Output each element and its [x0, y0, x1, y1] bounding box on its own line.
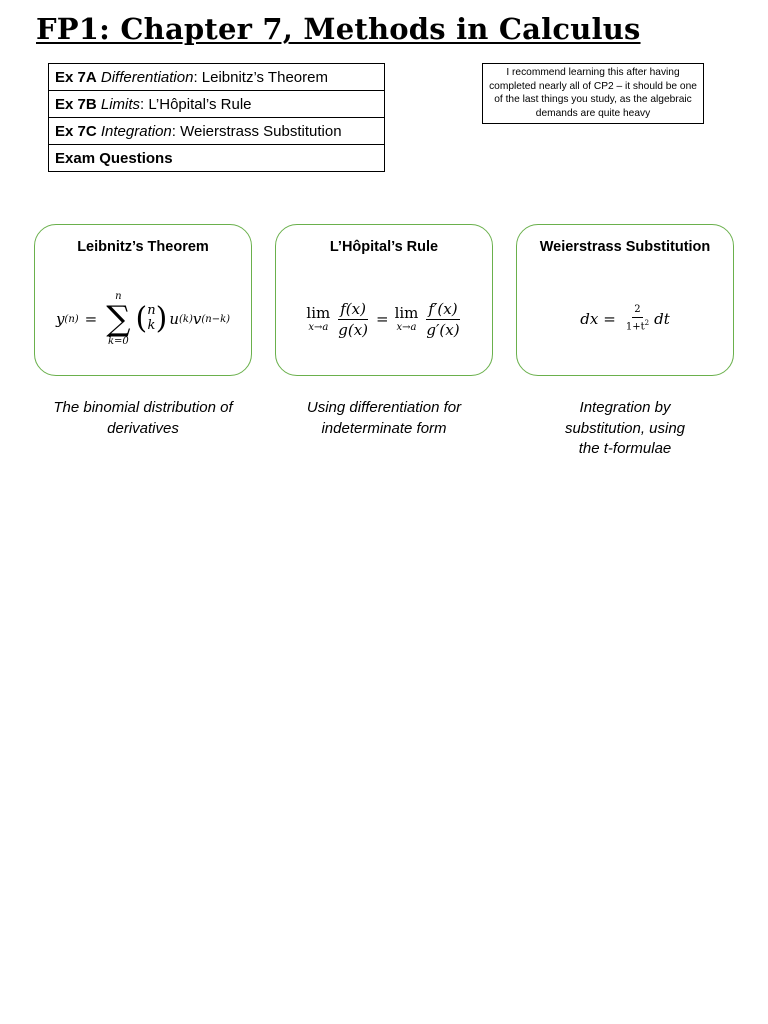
formula-lhs: y: [55, 310, 65, 328]
limit: lim x→a: [306, 305, 330, 333]
card-title: Leibnitz’s Theorem: [77, 239, 209, 255]
numerator: f′(x): [426, 299, 460, 320]
leibnitz-formula: y(n) = n ∑ k=0 ( n k ) u(k) v(n−k): [35, 273, 251, 365]
binomial-coefficient: ( n k ): [135, 301, 168, 336]
lim-subscript: x→a: [308, 321, 329, 333]
paren-right: ): [155, 301, 168, 336]
card-caption: Integration by substitution, using the t…: [564, 399, 686, 457]
card-caption: The binomial distribution of derivatives: [53, 399, 233, 437]
card-title: L’Hôpital’s Rule: [329, 239, 439, 255]
binom-top: n: [147, 303, 156, 319]
card-title: Weierstrass Substitution: [539, 239, 711, 255]
summation: n ∑ k=0: [106, 291, 130, 347]
formula-equals: =: [603, 310, 616, 328]
formula-u-sup: (k): [179, 313, 193, 325]
exercise-separator: :: [193, 68, 198, 86]
leibnitz-card: Leibnitz’s Theorem y(n) = n ∑ k=0 ( n k …: [34, 224, 252, 376]
lim-word: lim: [394, 304, 419, 323]
page-title: FP1: Chapter 7, Methods in Calculus: [36, 12, 641, 46]
paren-left: (: [135, 301, 148, 336]
sum-upper-limit: n: [115, 291, 122, 302]
contents-row[interactable]: Ex 7B Limits: L’Hôpital’s Rule: [48, 90, 385, 118]
exercise-code: Ex 7C: [55, 122, 97, 140]
exam-questions-label: Exam Questions: [55, 149, 173, 167]
formula-u: u: [169, 310, 180, 328]
lim-subscript: x→a: [396, 321, 417, 333]
formula-v-sup: (n−k): [201, 313, 231, 325]
exercise-separator: :: [171, 122, 176, 140]
lhopital-card: L’Hôpital’s Rule lim x→a f(x) g(x) = lim…: [275, 224, 493, 376]
denominator: 1+t2: [625, 319, 650, 333]
formula-rhs: dt: [654, 310, 670, 328]
binom-bottom: k: [147, 318, 156, 333]
fraction: f(x) g(x): [336, 300, 370, 339]
exercise-code: Ex 7B: [55, 95, 97, 113]
exercise-name: L’Hôpital’s Rule: [144, 95, 252, 113]
formula-equals: =: [84, 310, 98, 328]
exercise-separator: :: [140, 95, 145, 113]
fraction: 2 1+t2: [624, 304, 651, 333]
formula-v: v: [192, 310, 202, 328]
formula-equals: =: [376, 310, 389, 328]
formula-lhs-sup: (n): [64, 313, 79, 325]
study-note: I recommend learning this after having c…: [482, 63, 704, 124]
contents-table: Ex 7A Differentiation: Leibnitz’s Theore…: [48, 63, 385, 172]
lhopital-formula: lim x→a f(x) g(x) = lim x→a f′(x) g′(x): [276, 273, 492, 365]
card-caption: Using differentiation for indeterminate …: [306, 399, 462, 437]
exercise-code: Ex 7A: [55, 68, 97, 86]
denominator: g(x): [338, 320, 368, 339]
weierstrass-formula: dx = 2 1+t2 dt: [517, 273, 733, 365]
numerator: f(x): [338, 299, 368, 320]
sum-symbol: ∑: [106, 299, 131, 339]
exercise-topic: Differentiation: [100, 68, 194, 86]
denominator: g′(x): [426, 320, 460, 339]
numerator: 2: [632, 304, 643, 319]
limit: lim x→a: [395, 305, 419, 333]
exercise-name: Leibnitz’s Theorem: [197, 68, 328, 86]
lim-word: lim: [306, 304, 331, 323]
contents-row[interactable]: Ex 7A Differentiation: Leibnitz’s Theore…: [48, 63, 385, 91]
exercise-topic: Limits: [100, 95, 141, 113]
formula-lhs: dx: [580, 310, 599, 328]
contents-row[interactable]: Ex 7C Integration: Weierstrass Substitut…: [48, 117, 385, 145]
fraction: f′(x) g′(x): [424, 300, 461, 339]
contents-row[interactable]: Exam Questions: [48, 144, 385, 172]
exercise-name: Weierstrass Substitution: [175, 122, 342, 140]
sum-lower-limit: k=0: [107, 336, 129, 347]
weierstrass-card: Weierstrass Substitution dx = 2 1+t2 dt: [516, 224, 734, 376]
exercise-topic: Integration: [100, 122, 172, 140]
